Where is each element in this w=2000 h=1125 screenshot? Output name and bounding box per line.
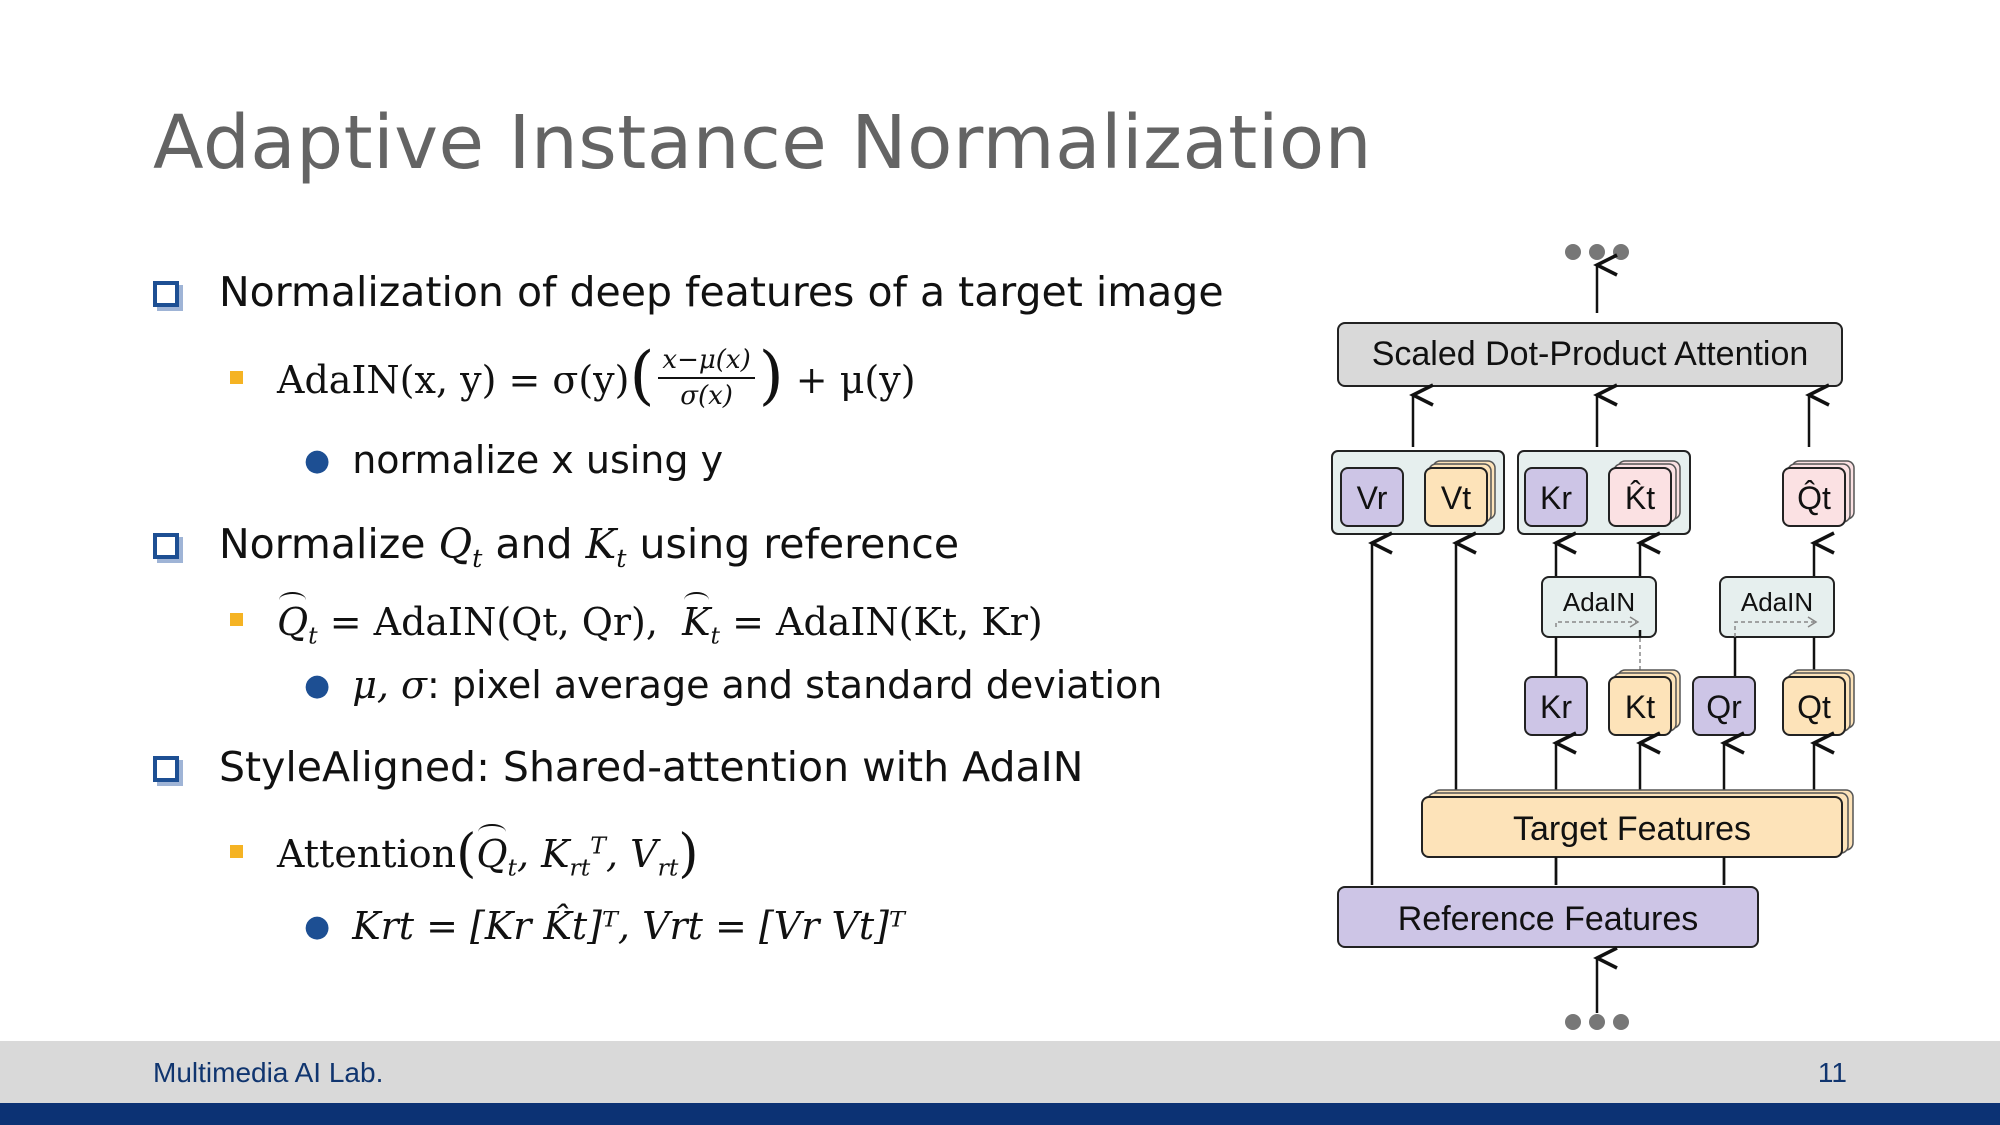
adain-label-query: AdaIN xyxy=(1741,587,1813,617)
qt-lower-label: Qt xyxy=(1797,689,1831,725)
formula-adain: AdaIN(x, y) = σ(y)(x−μ(x)σ(x)) + μ(y) xyxy=(230,335,916,417)
footer-bottom-bar xyxy=(0,1103,2000,1125)
sub-bullet-mu-sigma: ●μ, σ: pixel average and standard deviat… xyxy=(304,663,1163,707)
square-bullet-icon xyxy=(230,371,243,384)
formula-qk-hat: Qt = AdaIN(Qt, Qr), Kt = AdaIN(Kt, Kr) xyxy=(230,592,1043,650)
vr-label: Vr xyxy=(1357,480,1388,516)
slide-title: Adaptive Instance Normalization xyxy=(153,100,1373,186)
kr-box xyxy=(1524,467,1588,527)
vt-box xyxy=(1424,467,1488,527)
footer-lab-name: Multimedia AI Lab. xyxy=(153,1057,384,1088)
checkbox-bullet-icon xyxy=(153,281,179,307)
reference-features-label: Reference Features xyxy=(1398,900,1699,938)
sub-bullet-krt-vrt: ●Krt = [Kr K̂t]ᵀ, Vrt = [Vr Vt]ᵀ xyxy=(304,904,905,948)
target-features-label: Target Features xyxy=(1513,810,1751,848)
attention-label: Scaled Dot-Product Attention xyxy=(1372,335,1809,373)
target-features-box xyxy=(1421,796,1843,858)
reference-features-box xyxy=(1337,886,1759,948)
adain-label-key: AdaIN xyxy=(1563,587,1635,617)
bottom-ellipsis xyxy=(1565,1014,1629,1030)
vr-box xyxy=(1340,467,1404,527)
kr-label: Kr xyxy=(1540,480,1572,516)
qt-hat-box xyxy=(1782,467,1846,527)
qr-label: Qr xyxy=(1706,689,1742,725)
attention-box xyxy=(1337,322,1843,387)
stylealigned-diagram: Scaled Dot-Product Attention Vr Vt Kr K̂… xyxy=(1331,244,1855,1030)
kt-hat-box xyxy=(1608,467,1672,527)
sub-bullet-normalize: ●normalize x using y xyxy=(304,438,724,482)
top-ellipsis xyxy=(1565,244,1629,260)
bullet-normalize-qk: Normalize Qt and Kt using reference xyxy=(153,520,959,573)
qt-hat-label: Q̂t xyxy=(1797,480,1831,516)
dot-bullet-icon: ● xyxy=(304,443,331,478)
kt-lower-label: Kt xyxy=(1625,689,1655,725)
dot-bullet-icon: ● xyxy=(304,668,331,703)
kt-hat-label: K̂t xyxy=(1625,480,1655,516)
vt-label: Vt xyxy=(1441,480,1471,516)
kr-lower-label: Kr xyxy=(1540,689,1572,725)
checkbox-bullet-icon xyxy=(153,756,179,782)
adain-box-key xyxy=(1541,576,1657,638)
footer-band xyxy=(0,1041,2000,1103)
bullet-normalization: Normalization of deep features of a targ… xyxy=(153,268,1224,316)
dot-bullet-icon: ● xyxy=(304,909,331,944)
bullet-stylealigned: StyleAligned: Shared-attention with AdaI… xyxy=(153,743,1083,791)
square-bullet-icon xyxy=(230,613,243,626)
page-number: 11 xyxy=(1817,1057,1847,1088)
formula-attention: Attention(Qt, KrtT, Vrt) xyxy=(230,820,699,884)
square-bullet-icon xyxy=(230,845,243,858)
checkbox-bullet-icon xyxy=(153,533,179,559)
